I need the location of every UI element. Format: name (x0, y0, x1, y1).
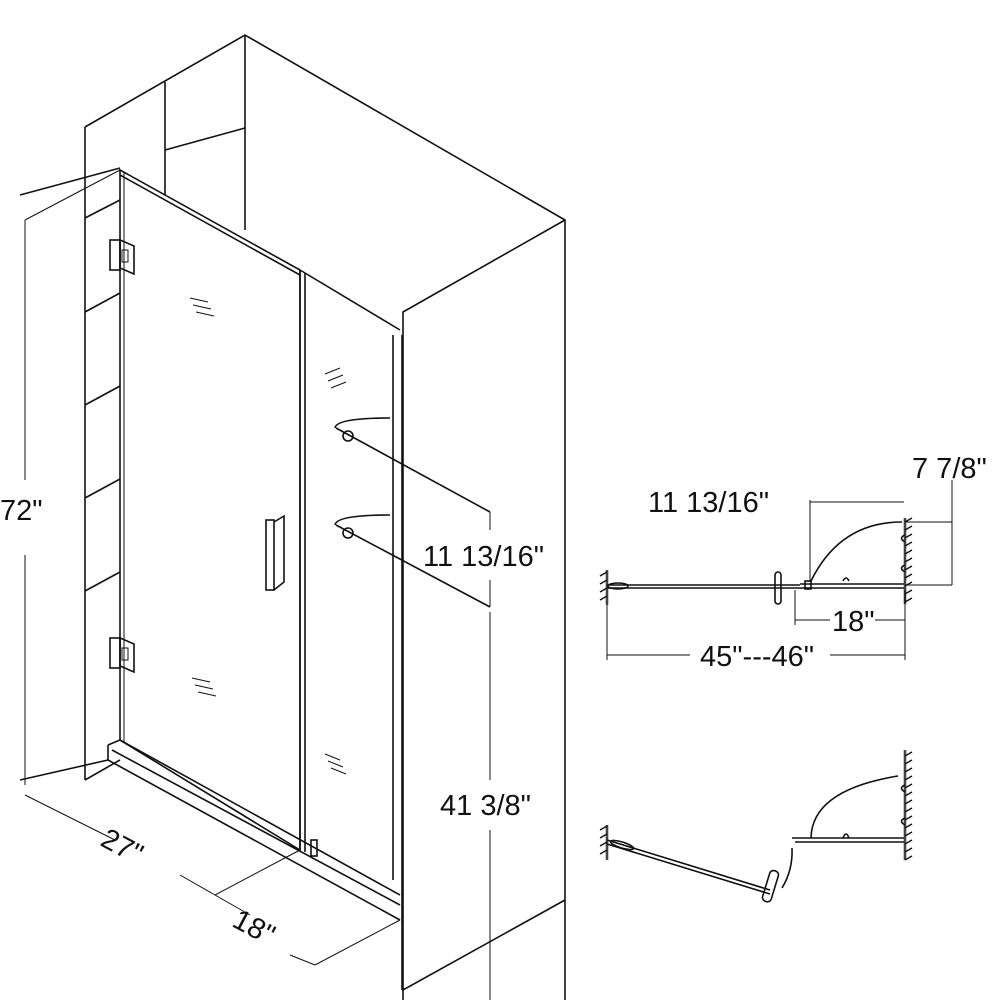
enclosure-walls (19, 34, 566, 1000)
threshold-base (19, 739, 401, 921)
door-handle-icon (265, 514, 285, 591)
glass-shelf-lower (334, 514, 491, 608)
isometric-view: 72" 11 13/16" 41 3/8" 27" 18" (0, 34, 566, 1000)
hinge-icon-top (109, 238, 135, 276)
dimension-lines (24, 169, 491, 1000)
hinge-icon-bottom (109, 636, 135, 674)
dim-shelf-spacing-label: 11 13/16" (423, 541, 544, 573)
plan-dim-shelf-width-label: 11 13/16" (648, 487, 769, 519)
dim-height-label: 72" (0, 495, 43, 527)
plan-view-open (599, 750, 913, 903)
glass-reflection-icon (324, 367, 347, 389)
door-handle-icon (761, 869, 780, 903)
glass-reflection-icon (191, 677, 217, 697)
swing-arrow-icon (781, 847, 793, 889)
plan-dim-total-width-label: 45"---46" (700, 641, 814, 673)
plan-dim-panel-width-label: 18" (832, 606, 875, 638)
plan-dim-shelf-depth-label: 7 7/8" (912, 453, 987, 485)
glass-reflection-icon (324, 753, 347, 775)
plan-view-closed: 11 13/16" 7 7/8" 18" 45"---46" (599, 453, 987, 673)
dim-shelf-height-label: 41 3/8" (440, 790, 531, 822)
glass-shelf-upper (334, 417, 491, 513)
dim-panel-width-label: 18" (227, 904, 280, 952)
fixed-glass-panel (299, 269, 403, 990)
dim-door-width-label: 27" (96, 823, 149, 871)
glass-reflection-icon (189, 297, 215, 317)
door-handle-icon (774, 571, 782, 605)
door-latch-icon (310, 839, 318, 857)
hinged-door-glass (119, 168, 301, 852)
